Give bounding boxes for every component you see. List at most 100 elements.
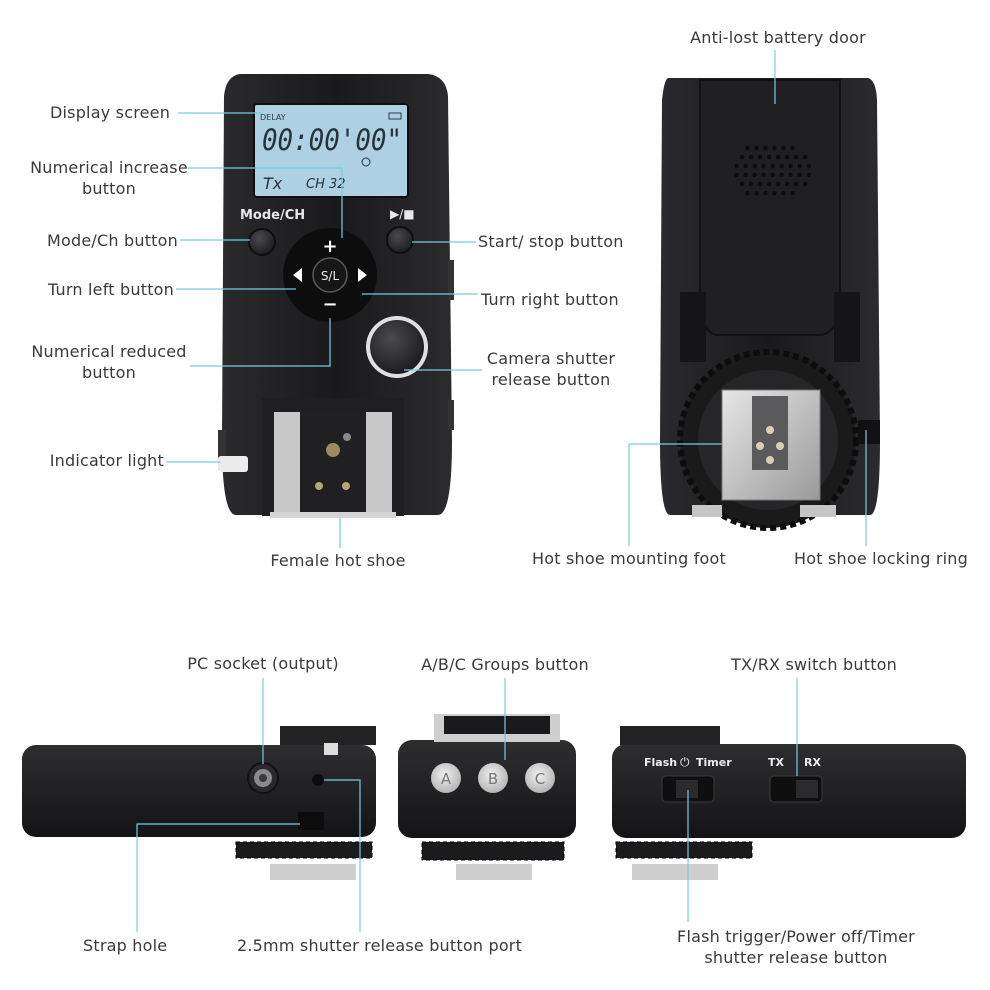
start-stop-button[interactable] bbox=[386, 226, 414, 254]
label-strap-hole: Strap hole bbox=[83, 936, 168, 955]
grille-dot bbox=[734, 163, 739, 169]
grille-dot bbox=[754, 190, 759, 196]
label-numerical-reduced-line1: Numerical reduced bbox=[31, 342, 187, 361]
group-a-button[interactable] bbox=[431, 763, 461, 793]
lcd-mode-text: DELAY bbox=[260, 113, 286, 122]
grille-dot bbox=[806, 172, 811, 178]
label-camera-shutter-line2: release button bbox=[491, 370, 611, 389]
group-a-print: A bbox=[441, 770, 452, 788]
grille-dot bbox=[802, 181, 808, 187]
grille-dot bbox=[748, 181, 754, 187]
side-view-right: Flash ⏻ Timer TX RX bbox=[612, 726, 966, 880]
grille-dot bbox=[757, 181, 763, 187]
lcd-time-text: 00:00'00" bbox=[262, 123, 402, 157]
battery-door bbox=[699, 79, 841, 336]
label-numerical-increase: Numerical increase button bbox=[26, 157, 192, 199]
leader-lines bbox=[136, 50, 867, 932]
grille-dot bbox=[775, 154, 781, 160]
increase-button[interactable]: + bbox=[322, 236, 337, 257]
display-screen bbox=[253, 103, 409, 198]
label-turn-left-button: Turn left button bbox=[48, 280, 174, 299]
grille-dot bbox=[770, 163, 775, 169]
grille-dot bbox=[790, 190, 795, 196]
group-c-button[interactable] bbox=[525, 763, 555, 793]
grille-dot bbox=[743, 163, 748, 169]
sl-print: S/L bbox=[321, 269, 340, 283]
grille-dot bbox=[743, 172, 748, 178]
grille-dot bbox=[797, 163, 802, 169]
grille-dot bbox=[797, 172, 802, 178]
label-hot-shoe-locking-ring: Hot shoe locking ring bbox=[793, 549, 969, 568]
grille-dot bbox=[763, 145, 768, 151]
grille-dot bbox=[802, 154, 808, 160]
label-camera-shutter: Camera shutter release button bbox=[476, 348, 626, 390]
grille-dot bbox=[752, 172, 757, 178]
side-view-middle: A B C bbox=[398, 714, 576, 880]
turn-right-button[interactable] bbox=[358, 268, 367, 282]
grille-dot bbox=[761, 172, 766, 178]
grille-dot bbox=[775, 181, 781, 187]
label-mode-ch-button: Mode/Ch button bbox=[47, 231, 178, 250]
label-numerical-reduced-line2: button bbox=[82, 363, 136, 382]
indicator-light bbox=[218, 456, 248, 472]
group-c-print: C bbox=[535, 770, 545, 788]
grille-dot bbox=[788, 172, 793, 178]
grille-dot bbox=[748, 154, 754, 160]
play-stop-print: ▶/■ bbox=[390, 207, 415, 221]
back-unit bbox=[660, 78, 880, 531]
label-shutter-port: 2.5mm shutter release button port bbox=[237, 936, 523, 955]
grille-dot bbox=[739, 181, 745, 187]
sl-button[interactable] bbox=[312, 257, 348, 293]
label-camera-shutter-line1: Camera shutter bbox=[486, 349, 616, 368]
grille-dot bbox=[790, 145, 795, 151]
turn-left-button[interactable] bbox=[293, 268, 302, 282]
label-flash-trigger: Flash trigger/Power off/Timer shutter re… bbox=[660, 926, 932, 968]
mode-ch-print: Mode/CH bbox=[240, 208, 305, 223]
label-female-hot-shoe: Female hot shoe bbox=[270, 551, 406, 570]
group-b-button[interactable] bbox=[478, 763, 508, 793]
speaker-grille bbox=[734, 145, 811, 196]
label-hot-shoe-mounting-foot: Hot shoe mounting foot bbox=[531, 549, 727, 568]
tx-print: TX bbox=[768, 756, 785, 769]
grille-dot bbox=[763, 190, 768, 196]
label-numerical-increase-line1: Numerical increase bbox=[30, 158, 188, 177]
camera-shutter-button-cap[interactable] bbox=[370, 320, 424, 374]
grille-dot bbox=[752, 163, 757, 169]
grille-dot bbox=[739, 154, 745, 160]
label-flash-trigger-line1: Flash trigger/Power off/Timer bbox=[677, 927, 915, 946]
shutter-port bbox=[312, 774, 324, 786]
grille-dot bbox=[761, 163, 766, 169]
strap-hole bbox=[298, 812, 324, 830]
grille-dot bbox=[784, 181, 790, 187]
label-turn-right-button: Turn right button bbox=[481, 290, 619, 309]
grille-dot bbox=[788, 163, 793, 169]
label-display-screen: Display screen bbox=[50, 103, 171, 122]
flash-print: Flash bbox=[644, 756, 677, 769]
grille-dot bbox=[754, 145, 759, 151]
grille-dot bbox=[745, 145, 750, 151]
grille-dot bbox=[784, 154, 790, 160]
grille-dot bbox=[781, 145, 786, 151]
mode-ch-button[interactable] bbox=[248, 228, 276, 256]
power-icon: ⏻ bbox=[680, 755, 690, 769]
grille-dot bbox=[766, 154, 772, 160]
group-b-print: B bbox=[488, 770, 498, 788]
label-tx-rx-switch: TX/RX switch button bbox=[730, 655, 898, 674]
label-pc-socket: PC socket (output) bbox=[187, 654, 339, 673]
label-numerical-increase-line2: button bbox=[82, 179, 136, 198]
decrease-button[interactable]: − bbox=[322, 294, 337, 315]
grille-dot bbox=[781, 190, 786, 196]
grille-dot bbox=[745, 190, 750, 196]
grille-dot bbox=[772, 190, 777, 196]
label-indicator-light: Indicator light bbox=[49, 451, 164, 470]
lcd-ch-text: CH 32 bbox=[306, 177, 346, 192]
lcd-tx-text: Tx bbox=[263, 174, 283, 193]
grille-dot bbox=[757, 154, 763, 160]
label-flash-trigger-line2: shutter release button bbox=[704, 948, 888, 967]
label-start-stop-button: Start/ stop button bbox=[478, 232, 624, 251]
side-view-left bbox=[22, 726, 376, 880]
grille-dot bbox=[806, 163, 811, 169]
grille-dot bbox=[793, 154, 799, 160]
battery-icon bbox=[388, 112, 402, 120]
